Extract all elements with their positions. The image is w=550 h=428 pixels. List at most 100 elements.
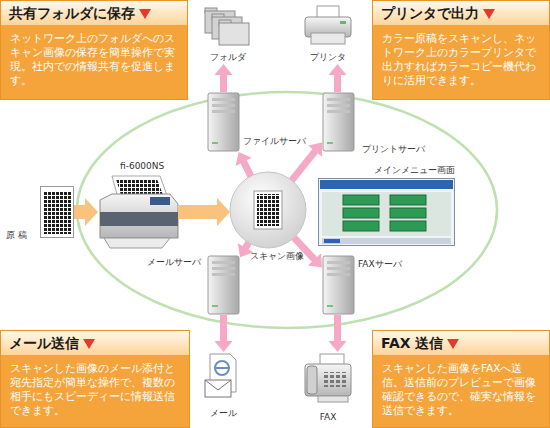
mail-icon [205, 354, 236, 397]
menu-screen-icon [390, 195, 426, 205]
arrow-head [215, 64, 233, 75]
fax-icon [305, 364, 351, 396]
scan-image-circle [257, 194, 279, 226]
menu-screen-icon [343, 208, 379, 218]
node-label: ファイルサーバ [243, 136, 306, 147]
arrow-head [308, 143, 322, 157]
menu-screen-icon [343, 195, 379, 205]
scanner-icon [116, 179, 163, 195]
icon-node: メインメニュー画面 [318, 178, 455, 246]
connector-arrow [329, 64, 347, 92]
arrow-shaft [220, 74, 227, 92]
arrow-shaft [334, 315, 341, 342]
folder-icon [219, 23, 249, 45]
arrow-head [85, 198, 98, 226]
arrow-shaft [178, 205, 218, 219]
connector-arrow [178, 198, 230, 226]
connector-arrow [215, 315, 233, 352]
node-label: 原 稿 [6, 230, 27, 241]
connector-arrow [292, 143, 322, 181]
callout-body: スキャンした画像のメール添付と宛先指定が簡単な操作で、複数の相手にもスピーディー… [1, 355, 189, 423]
menu-screen-icon [319, 179, 455, 246]
arrow-head [308, 253, 322, 267]
menu-screen-icon [324, 239, 340, 243]
node-label: プリンタ [293, 52, 363, 63]
icon-node: ファイルサーバ [207, 92, 240, 152]
icon-node: fi-6000NS [98, 176, 178, 248]
scan-image-circle [230, 172, 306, 248]
node-label: メールサーバ [147, 257, 201, 268]
fax-icon [324, 372, 348, 387]
arrow-head [329, 341, 347, 352]
menu-screen-icon [322, 192, 451, 236]
server-icon [323, 256, 354, 314]
server-icon [208, 93, 239, 151]
folder-icon [205, 8, 249, 45]
icon-node: メールサーバ [207, 255, 240, 315]
scan-image-circle [254, 191, 282, 229]
server-icon [323, 93, 354, 151]
document-icon [44, 191, 71, 234]
menu-screen-icon [343, 195, 426, 231]
icon-node: FAX [303, 352, 353, 424]
arrow-shaft [292, 150, 316, 180]
icon-node: フォルダ [203, 4, 253, 64]
callout-heading: FAX 送信 [373, 331, 549, 355]
connector-arrow [215, 64, 233, 92]
scanner-icon [100, 194, 178, 238]
fax-icon [307, 366, 317, 394]
icon-node: 原 稿 [40, 186, 74, 238]
icon-node: プリンタ [303, 4, 353, 64]
callout-box: FAX 送信スキャンした画像をFAXへ送信。送信前のプレビューで画像確認できるの… [372, 330, 550, 428]
icon-node: メール [203, 352, 243, 420]
scanner-icon [150, 197, 170, 205]
arrow-shaft [74, 205, 86, 219]
arrow-head [329, 64, 347, 75]
node-label: メール [193, 408, 253, 419]
callout-body: カラー原稿をスキャンし、ネットワーク上のカラープリンタで出力すればカラーコピー機… [373, 25, 549, 93]
callout-box: プリンタで出力カラー原稿をスキャンし、ネットワーク上のカラープリンタで出力すれば… [372, 0, 550, 100]
printer-icon [340, 21, 346, 24]
connector-arrow [74, 198, 98, 226]
mail-icon [215, 361, 229, 375]
node-label: FAX [303, 412, 353, 423]
mail-icon [205, 380, 231, 390]
menu-screen-icon [320, 180, 453, 189]
callout-body: ネットワーク上のフォルダへのスキャン画像の保存を簡単操作で実現。社内での情報共有… [1, 25, 187, 93]
callout-box: メール送信スキャンした画像のメール添付と宛先指定が簡単な操作で、複数の相手にもス… [0, 330, 190, 428]
arrow-head [236, 152, 252, 166]
menu-screen-icon [343, 221, 379, 231]
node-label: プリントサーバ [362, 144, 425, 155]
arrow-shaft [245, 243, 249, 249]
mail-icon [205, 380, 231, 397]
callout-heading: メール送信 [1, 331, 189, 355]
callout-box: 共有フォルダに保存ネットワーク上のフォルダへのスキャン画像の保存を簡単操作で実現… [0, 0, 188, 100]
network-ellipse [77, 92, 497, 328]
node-label: スキャン画像 [239, 251, 315, 262]
scanner-icon [100, 212, 178, 226]
arrow-shaft [220, 315, 227, 342]
mail-icon [216, 367, 228, 369]
icon-node: スキャン画像 [230, 172, 306, 248]
server-icon [208, 256, 239, 314]
printer-icon [311, 33, 345, 44]
menu-screen-icon [319, 179, 455, 246]
scan-image-circle [230, 172, 306, 248]
arrow-shaft [334, 74, 341, 92]
node-label: メインメニュー画面 [374, 165, 455, 176]
fax-icon [318, 396, 348, 402]
document-icon [41, 187, 74, 238]
fax-icon [305, 354, 351, 402]
menu-screen-icon [390, 221, 426, 231]
scanner-icon [104, 238, 170, 248]
icon-node: プリントサーバ [322, 92, 355, 152]
icon-node: FAXサーバ [322, 255, 355, 315]
arrow-head [215, 341, 233, 352]
callout-heading: 共有フォルダに保存 [1, 1, 187, 25]
callout-body: スキャンした画像をFAXへ送信。送信前のプレビューで画像確認できるので、確実な情… [373, 355, 549, 423]
arrow-head [217, 198, 230, 226]
scanner-icon [100, 176, 178, 248]
connector-arrow [329, 315, 347, 352]
node-label: FAXサーバ [358, 259, 402, 270]
